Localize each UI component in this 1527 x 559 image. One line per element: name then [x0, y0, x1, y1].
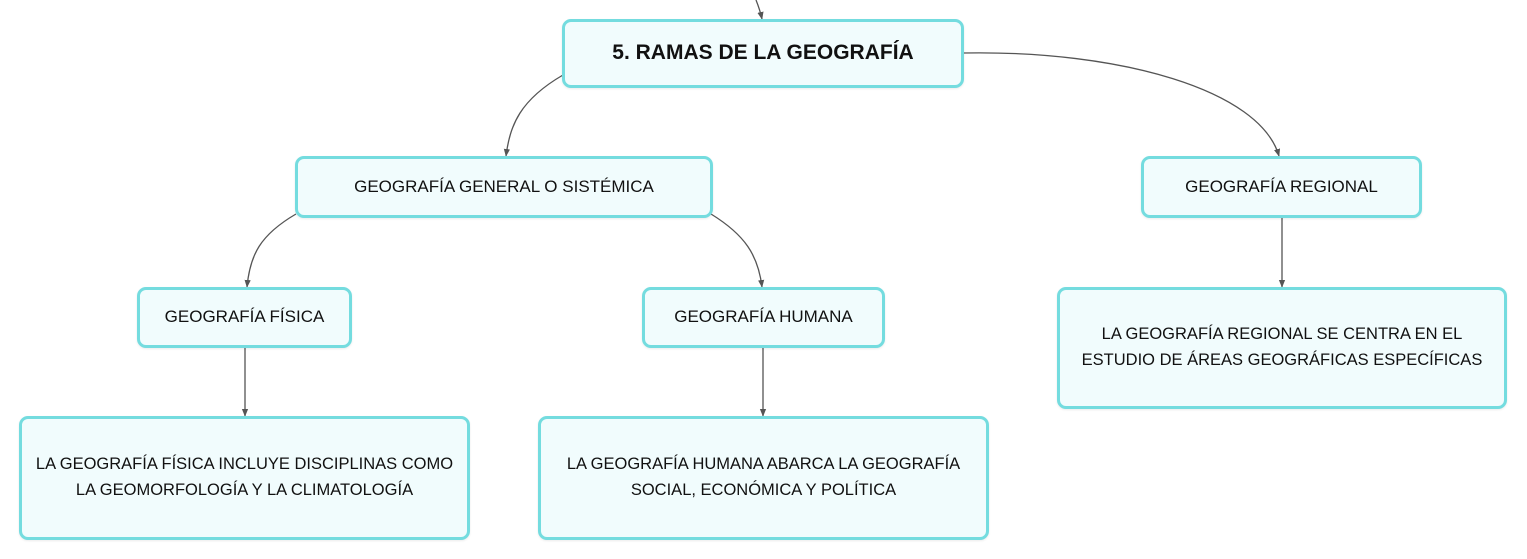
- humana-topic-label: GEOGRAFÍA HUMANA: [674, 307, 853, 327]
- regional-description-node[interactable]: LA GEOGRAFÍA REGIONAL SE CENTRA EN EL ES…: [1057, 287, 1507, 409]
- fisica-description-text: LA GEOGRAFÍA FÍSICA INCLUYE DISCIPLINAS …: [35, 455, 454, 499]
- connector-root-to-general: [503, 74, 564, 157]
- regional-topic-node[interactable]: GEOGRAFÍA REGIONAL: [1141, 156, 1422, 218]
- root-topic-label: 5. RAMAS DE LA GEOGRAFÍA: [612, 41, 914, 65]
- regional-topic-label: GEOGRAFÍA REGIONAL: [1185, 176, 1378, 196]
- fisica-topic-node[interactable]: GEOGRAFÍA FÍSICA: [137, 287, 352, 348]
- fisica-topic-label: GEOGRAFÍA FÍSICA: [164, 307, 325, 327]
- connector-general-to-humana: [710, 213, 765, 288]
- general-topic-label: GEOGRAFÍA GENERAL O SISTÉMICA: [354, 176, 654, 196]
- connector-parent-to-root: [755, 0, 764, 20]
- regional-description-text: LA GEOGRAFÍA REGIONAL SE CENTRA EN EL ES…: [1081, 325, 1483, 369]
- root-topic-node[interactable]: 5. RAMAS DE LA GEOGRAFÍA: [562, 19, 964, 88]
- fisica-description-node[interactable]: LA GEOGRAFÍA FÍSICA INCLUYE DISCIPLINAS …: [19, 416, 470, 540]
- humana-description-text: LA GEOGRAFÍA HUMANA ABARCA LA GEOGRAFÍA …: [566, 455, 961, 499]
- connector-root-to-regional: [962, 52, 1281, 157]
- humana-description-node[interactable]: LA GEOGRAFÍA HUMANA ABARCA LA GEOGRAFÍA …: [538, 416, 989, 540]
- humana-topic-node[interactable]: GEOGRAFÍA HUMANA: [642, 287, 885, 348]
- general-topic-node[interactable]: GEOGRAFÍA GENERAL O SISTÉMICA: [295, 156, 713, 218]
- connector-general-to-fisica: [244, 213, 297, 288]
